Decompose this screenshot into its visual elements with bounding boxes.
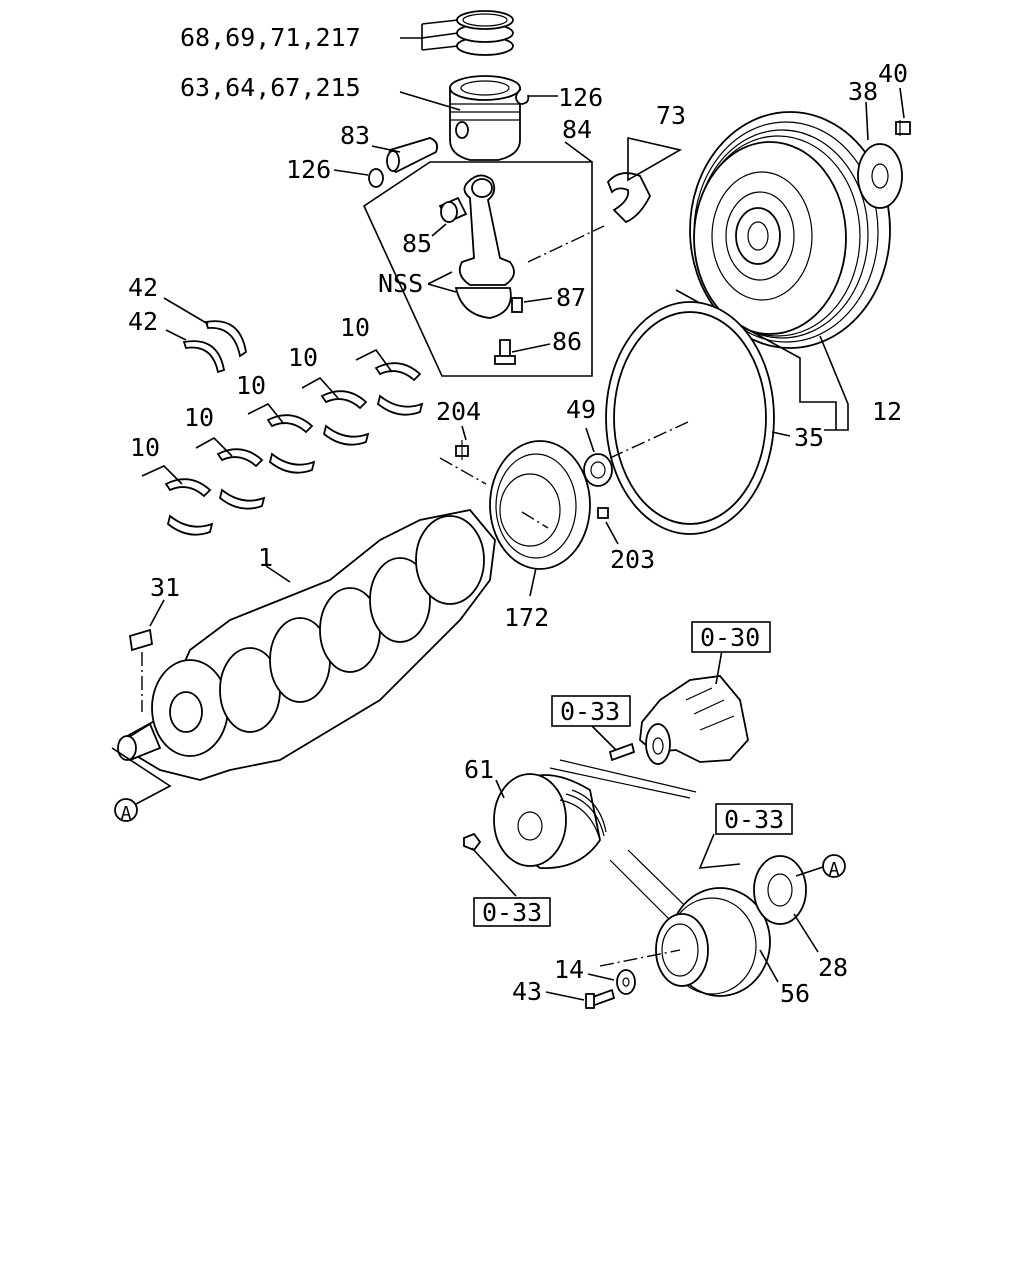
label-flywheel-bolt: 40 (878, 59, 908, 88)
water-pump (639, 675, 749, 765)
label-dowel-pin: 203 (610, 545, 655, 574)
piston (449, 75, 521, 161)
label-key: 31 (150, 573, 180, 602)
label-ring-gear: 35 (794, 423, 824, 452)
label-thrust-washer-lower: 42 (128, 307, 158, 336)
svg-text:A: A (829, 859, 840, 880)
main-bearing-5 (374, 362, 424, 416)
water-pump-ref (691, 621, 771, 653)
label-conrod: NSS (378, 269, 423, 298)
main-bearing-3 (266, 414, 316, 474)
conrod (454, 174, 515, 319)
piston-rings (456, 10, 514, 56)
belt-ref-1-box (551, 695, 631, 727)
dowel-pin (597, 507, 609, 519)
label-washer: 14 (554, 955, 584, 984)
stud (608, 742, 636, 762)
flywheel (689, 111, 891, 349)
label-fan-pulley: 61 (464, 755, 494, 784)
conrod-bush (438, 196, 468, 224)
label-flywheel-assy: 12 (872, 397, 902, 426)
washer (616, 969, 636, 995)
svg-text:A: A (121, 803, 132, 824)
label-conrod-bush: 85 (402, 229, 432, 258)
belt-ref-3-box (473, 897, 551, 927)
label-conrod-nut: 87 (556, 283, 586, 312)
label-piston: 63,64,67,215 (180, 73, 361, 102)
label-rings: 68,69,71,217 (180, 23, 361, 52)
crankshaft (117, 509, 496, 781)
ring-gear (605, 301, 775, 535)
label-belt-ref-1: 0-33 (560, 697, 620, 726)
flywheel-plate (857, 143, 903, 209)
label-crank-pulley: 56 (780, 979, 810, 1008)
belt-ref-2-box (715, 803, 793, 835)
ref-a-left: A (114, 798, 138, 824)
label-rod-bearing: 73 (656, 101, 686, 130)
main-bearing-2 (216, 448, 266, 510)
label-piston-pin: 83 (340, 121, 370, 150)
conrod-kit-outline (362, 161, 593, 377)
main-bearings (164, 362, 424, 536)
label-bolt-204: 204 (436, 397, 481, 426)
thrust-washers (182, 320, 247, 374)
label-main-bearing-1: 10 (130, 433, 160, 462)
label-pilot-bearing: 49 (566, 395, 596, 424)
label-main-bearing-2: 10 (184, 403, 214, 432)
label-snap-ring-right: 126 (558, 83, 603, 112)
piston-pin (386, 137, 439, 173)
snap-ring-left (368, 168, 384, 188)
label-main-bearing-5: 10 (340, 313, 370, 342)
label-belt-ref-2: 0-33 (724, 805, 784, 834)
fan-pulley-nut (463, 832, 482, 852)
label-conrod-bolt: 86 (552, 327, 582, 356)
bolt-204 (455, 440, 469, 460)
crank-pulley (655, 887, 771, 997)
label-main-bearing-3: 10 (236, 371, 266, 400)
label-snap-ring-left: 126 (286, 155, 331, 184)
label-thrust-washer-upper: 42 (128, 273, 158, 302)
rod-bearing (606, 172, 652, 224)
conrod-bolt (494, 339, 516, 365)
label-pulley-bolt: 43 (512, 977, 542, 1006)
label-crank-gear: 172 (504, 603, 549, 632)
conrod-nut (511, 297, 523, 313)
label-conrod-kit: 84 (562, 115, 592, 144)
label-timing-gear: 28 (818, 953, 848, 982)
main-bearing-1 (164, 478, 214, 536)
key (128, 628, 154, 652)
pilot-bearing (583, 453, 613, 487)
crank-gear (489, 440, 591, 570)
label-crankshaft: 1 (258, 543, 273, 572)
fan-pulley (493, 773, 607, 869)
flywheel-bolt (895, 120, 911, 136)
label-water-pump-ref: 0-30 (700, 623, 760, 652)
main-bearing-4 (320, 390, 370, 446)
label-belt-ref-3: 0-33 (482, 898, 542, 927)
snap-ring-right (515, 89, 530, 105)
label-main-bearing-4: 10 (288, 343, 318, 372)
label-flywheel-plate: 38 (848, 77, 878, 106)
pulley-bolt (585, 988, 616, 1009)
timing-gear (753, 855, 807, 925)
ref-a-right: A (822, 854, 846, 880)
